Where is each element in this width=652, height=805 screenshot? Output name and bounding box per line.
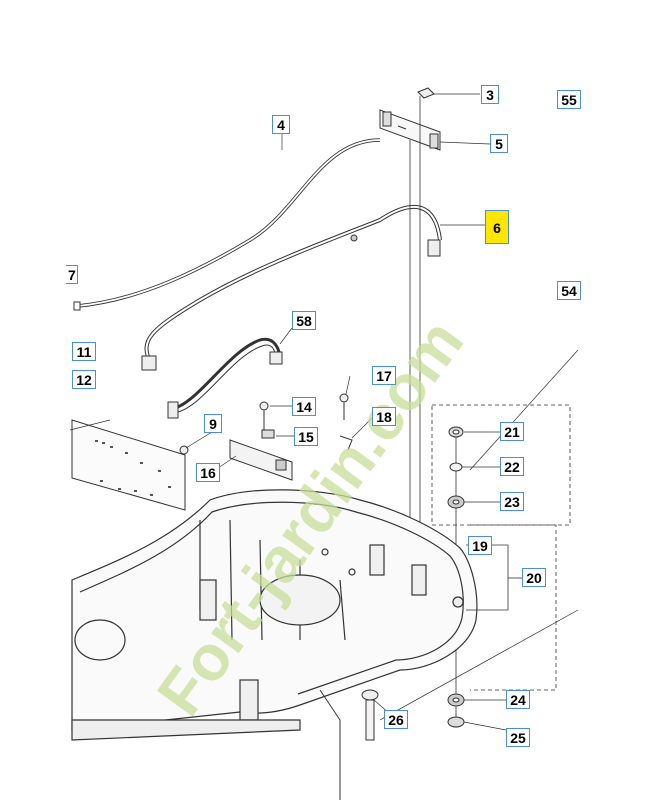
- part-label-54[interactable]: 54: [557, 281, 581, 300]
- part-label-16[interactable]: 16: [196, 463, 220, 482]
- part-18: [339, 435, 353, 451]
- washer-part-21: [448, 426, 464, 438]
- part-label-26[interactable]: 26: [384, 710, 408, 729]
- part-label-25[interactable]: 25: [506, 728, 530, 747]
- chassis-part-19: [71, 489, 478, 741]
- board-part-16: [229, 439, 293, 481]
- part-label-15[interactable]: 15: [294, 427, 318, 446]
- circuit-board: [71, 419, 186, 511]
- part-label-19[interactable]: 19: [468, 536, 492, 555]
- part-26: [319, 689, 379, 800]
- bearing-part-24: [447, 693, 465, 707]
- part-label-17[interactable]: 17: [372, 366, 396, 385]
- part-label-5[interactable]: 5: [490, 134, 508, 153]
- harness-part-58: [167, 337, 283, 419]
- part-label-21[interactable]: 21: [500, 422, 524, 441]
- part-label-24[interactable]: 24: [506, 690, 530, 709]
- part-label-18[interactable]: 18: [372, 407, 396, 426]
- part-label-7[interactable]: 7: [66, 265, 78, 284]
- bearing-part-23: [447, 495, 465, 509]
- part-label-55[interactable]: 55: [557, 90, 581, 109]
- part-label-3[interactable]: 3: [481, 85, 499, 104]
- part-label-12[interactable]: 12: [72, 370, 96, 389]
- cable-part-6: [141, 205, 442, 371]
- part-label-58[interactable]: 58: [292, 311, 316, 330]
- part-label-20[interactable]: 20: [522, 568, 546, 587]
- part-label-11[interactable]: 11: [72, 342, 96, 361]
- part-label-22[interactable]: 22: [500, 457, 524, 476]
- washer-part-25: [447, 716, 465, 728]
- part-label-9[interactable]: 9: [204, 414, 222, 433]
- screw-part-17: [339, 393, 349, 420]
- part-label-23[interactable]: 23: [500, 492, 524, 511]
- part-label-4[interactable]: 4: [272, 115, 290, 134]
- part-label-14[interactable]: 14: [292, 397, 316, 416]
- clip-part-15: [261, 429, 275, 439]
- screw-part-14: [259, 401, 269, 430]
- washer-part-22: [449, 462, 463, 472]
- cable-part-4: [73, 138, 381, 311]
- part-label-6-highlighted[interactable]: 6: [485, 210, 509, 244]
